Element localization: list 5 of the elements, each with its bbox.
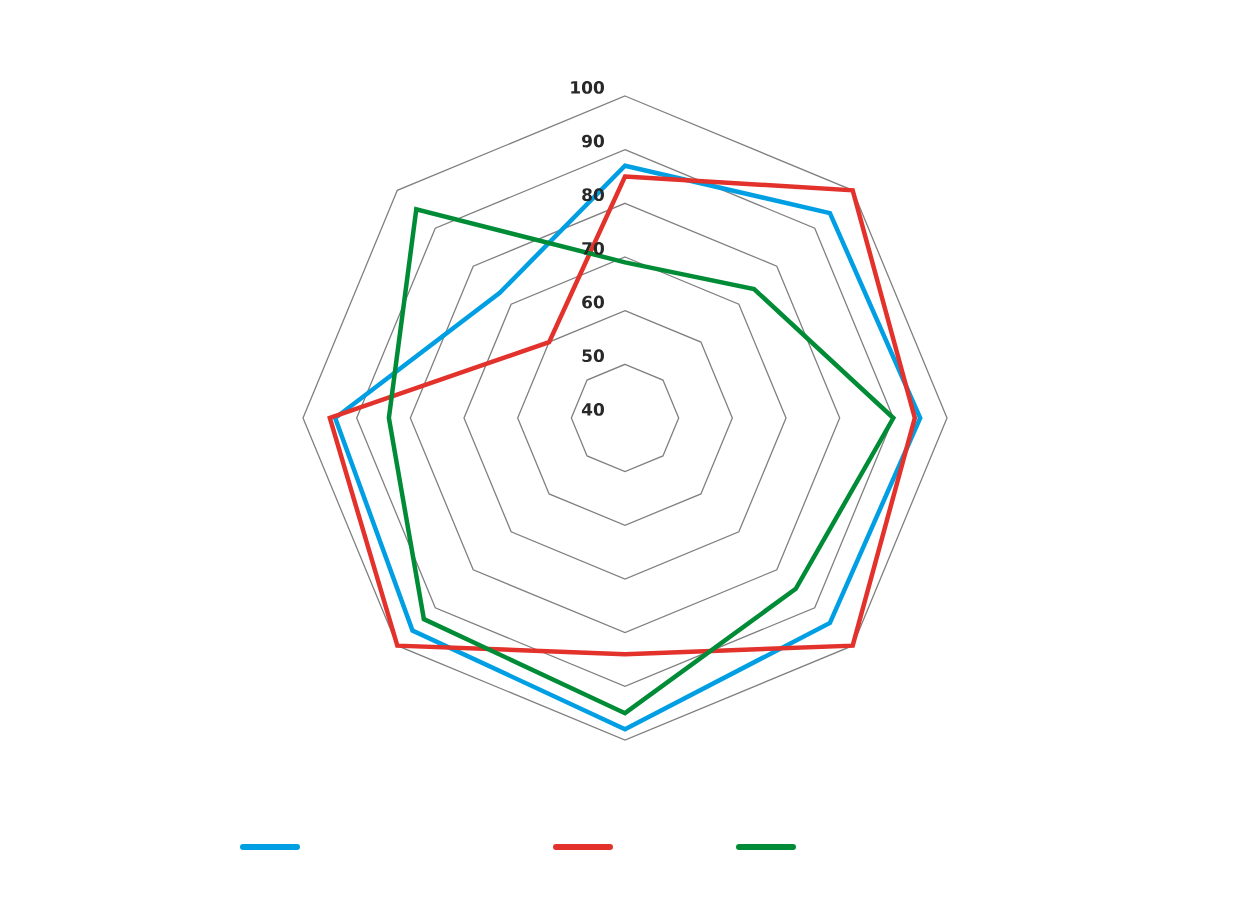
- ring-value-label: 90: [582, 134, 604, 148]
- ring-value-label: 50: [582, 349, 604, 363]
- ring-value-label: 40: [581, 402, 604, 416]
- ring-value-label: 100: [571, 80, 604, 94]
- ring-value-label: 60: [582, 295, 604, 309]
